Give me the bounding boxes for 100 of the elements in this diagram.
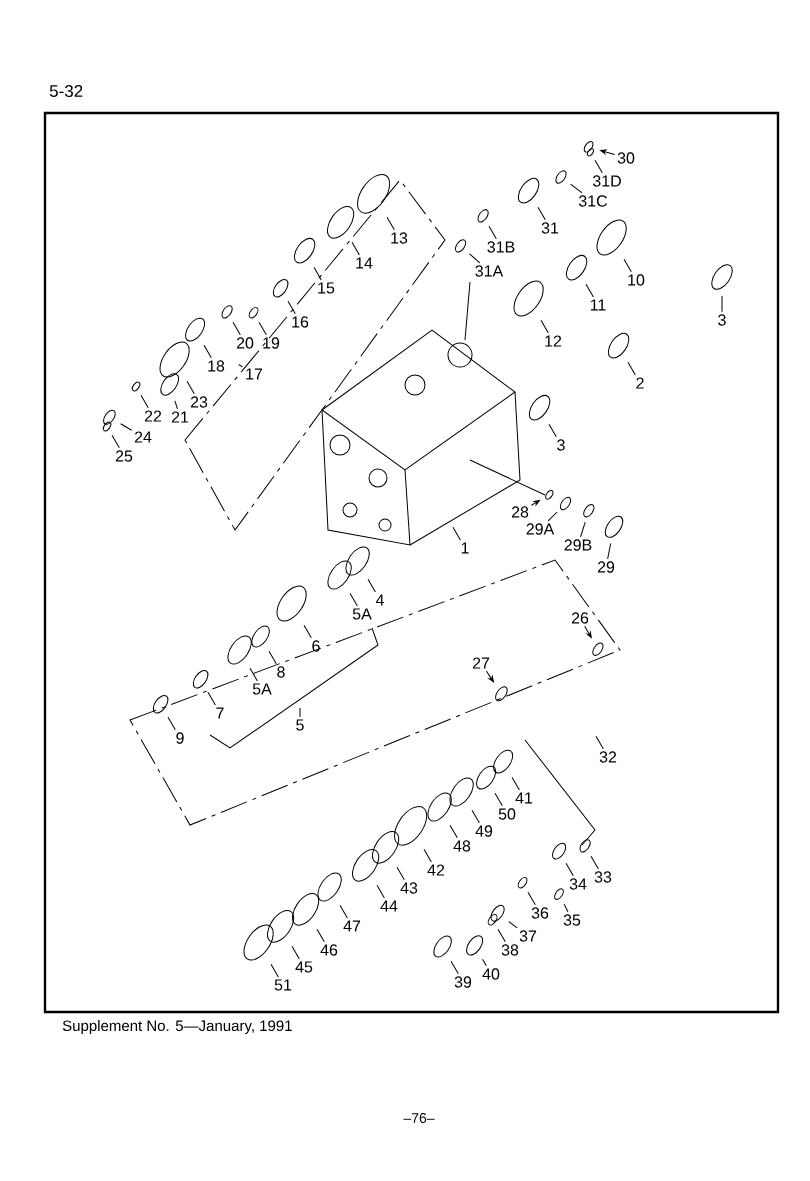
callout-number: 51 xyxy=(274,979,292,991)
callout-number: 18 xyxy=(208,360,225,372)
callout-number: 33 xyxy=(594,871,612,883)
callout-number: 35 xyxy=(563,914,581,926)
callout-number: 28 xyxy=(511,506,529,518)
leader-line xyxy=(203,344,212,359)
callout-number: 5 xyxy=(296,719,304,731)
callout-number: 24 xyxy=(134,431,152,443)
leader-line xyxy=(249,667,258,682)
callout-number: 31C xyxy=(578,195,608,207)
leader-line xyxy=(351,241,360,256)
leader-line xyxy=(232,321,241,336)
callout-number: 45 xyxy=(295,961,313,973)
leader-line xyxy=(258,321,267,336)
callout-number: 44 xyxy=(380,900,398,912)
callout-number: 4 xyxy=(375,594,384,606)
page-number: –76– xyxy=(403,1113,435,1123)
leader-line xyxy=(452,526,461,541)
leader-line xyxy=(508,921,518,929)
leader-line xyxy=(485,670,494,683)
callout-number: 12 xyxy=(545,335,562,347)
leader-line xyxy=(594,159,603,174)
leader-line xyxy=(530,500,540,506)
leader-line xyxy=(349,592,358,607)
callout-number: 34 xyxy=(569,878,587,890)
leader-line xyxy=(570,183,583,194)
leader-line xyxy=(316,928,325,943)
callout-number: 7 xyxy=(216,707,224,719)
leader-line xyxy=(721,295,723,313)
leader-line xyxy=(600,149,616,156)
leader-line xyxy=(488,225,497,240)
leader-line xyxy=(287,300,296,315)
leader-line xyxy=(303,624,312,639)
callout-number: 5A xyxy=(252,683,272,695)
leader-line xyxy=(595,735,604,750)
callout-number: 9 xyxy=(176,732,184,744)
callout-number: 37 xyxy=(519,930,537,942)
leader-line xyxy=(511,776,520,791)
leader-line xyxy=(120,423,133,431)
leader-line xyxy=(396,866,405,881)
callout-number: 19 xyxy=(263,337,280,349)
callout-number: 20 xyxy=(236,337,254,349)
leader-line xyxy=(450,960,459,975)
callout-number: 41 xyxy=(515,792,533,804)
callout-number: 49 xyxy=(475,825,493,837)
callout-number: 3 xyxy=(557,439,565,451)
callout-number: 42 xyxy=(427,864,445,876)
leader-line xyxy=(339,904,348,919)
callout-number: 43 xyxy=(400,882,418,894)
callout-number: 15 xyxy=(318,282,335,294)
leader-line xyxy=(585,283,594,298)
leader-line xyxy=(482,958,487,967)
leader-line xyxy=(494,792,503,807)
callout-number: 17 xyxy=(246,368,263,380)
leader-line xyxy=(537,206,546,221)
leader-line xyxy=(238,364,244,368)
callout-number: 14 xyxy=(356,257,373,269)
leader-line xyxy=(449,824,458,839)
callout-number: 5A xyxy=(352,608,372,620)
callout-number: 46 xyxy=(320,944,338,956)
leader-line xyxy=(623,258,632,273)
leader-line xyxy=(527,891,536,906)
callout-number: 29 xyxy=(597,561,615,573)
leader-line xyxy=(268,650,277,665)
leader-line xyxy=(167,716,176,731)
leader-line xyxy=(186,380,195,395)
leader-line xyxy=(584,625,592,639)
leader-line xyxy=(423,848,432,863)
callout-number: 23 xyxy=(190,396,208,408)
callout-number: 31A xyxy=(475,265,504,277)
leader-line xyxy=(313,266,322,281)
leader-line xyxy=(111,434,120,449)
callout-number: 26 xyxy=(571,612,589,624)
callout-number: 47 xyxy=(343,920,361,932)
callout-number: 31D xyxy=(592,175,621,187)
leader-line xyxy=(367,578,376,593)
leader-line xyxy=(270,963,279,978)
callout-number: 22 xyxy=(144,410,162,422)
callout-number: 1 xyxy=(461,542,469,554)
callout-number: 8 xyxy=(277,666,285,678)
leader-line xyxy=(207,691,216,706)
callout-number: 30 xyxy=(617,152,635,164)
leader-line xyxy=(580,521,586,538)
leader-line xyxy=(565,862,574,877)
callout-number: 25 xyxy=(115,450,133,462)
callout-number: 40 xyxy=(482,968,500,980)
callout-number: 29B xyxy=(564,539,592,551)
callout-number: 13 xyxy=(391,232,408,244)
leader-line xyxy=(376,884,385,899)
callout-number: 36 xyxy=(531,907,549,919)
footer-note: Supplement No. 5—January, 1991 xyxy=(62,1020,292,1034)
callout-number: 31B xyxy=(487,241,515,253)
leader-line xyxy=(471,809,480,824)
page-number: 5-32 xyxy=(49,85,83,97)
leader-line xyxy=(386,216,395,231)
leader-line xyxy=(174,400,178,410)
callout-number: 32 xyxy=(599,751,617,763)
leader-line xyxy=(607,543,612,560)
callout-number: 38 xyxy=(501,944,519,956)
callout-number: 6 xyxy=(312,640,320,652)
